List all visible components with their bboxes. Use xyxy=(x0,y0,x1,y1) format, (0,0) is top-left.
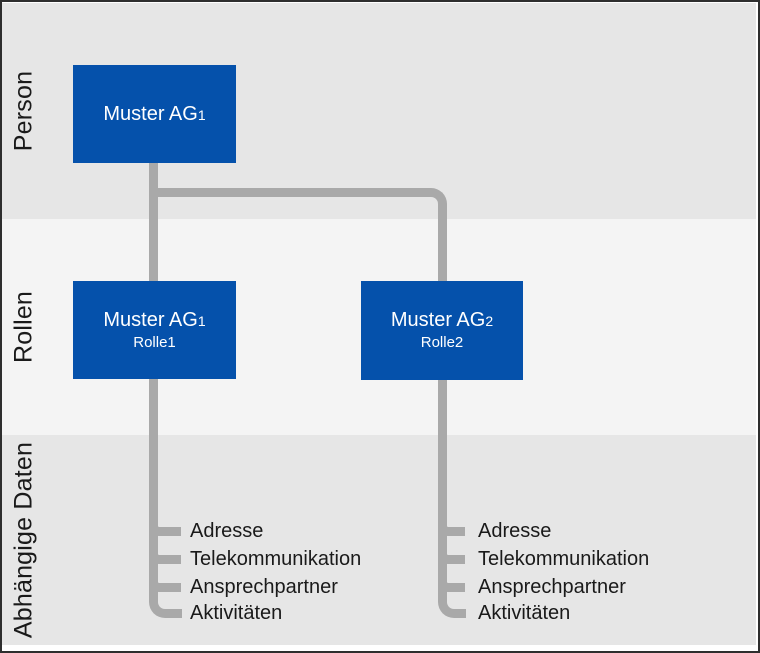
node-title-subscript: 1 xyxy=(197,312,206,329)
dependent-item-left-telekommunikation: Telekommunikation xyxy=(190,548,362,570)
dependent-item-right-ansprechpartner: Ansprechpartner xyxy=(478,576,626,598)
connector-stub-right-ansprechpartner xyxy=(438,566,465,592)
connector-stub-left-telekommunikation xyxy=(149,538,181,564)
dependent-item-left-aktivitaeten: Aktivitäten xyxy=(190,602,283,624)
connector-trunk-right xyxy=(438,280,466,618)
node-title: Muster AG2 xyxy=(391,308,493,333)
node-title-subscript: 2 xyxy=(485,313,494,329)
node-role2-muster-ag2: Muster AG2 Rolle2 xyxy=(361,281,523,380)
node-title-text: Muster AG xyxy=(103,102,198,125)
node-title-text: Muster AG xyxy=(390,309,486,331)
node-role1-muster-ag1: Muster AG1 Rolle1 xyxy=(73,281,236,379)
dependent-item-right-adresse: Adresse xyxy=(478,520,552,542)
band-label-rollen: Rollen xyxy=(9,290,38,364)
connector-trunk-left xyxy=(149,163,182,618)
node-role-label: Rolle2 xyxy=(420,334,464,351)
connector-stub-left-ansprechpartner xyxy=(149,566,181,592)
node-role-label: Rolle1 xyxy=(133,333,176,351)
connector-branch-to-role2 xyxy=(150,188,447,300)
dependent-item-right-telekommunikation: Telekommunikation xyxy=(478,548,650,570)
connector-stub-right-telekommunikation xyxy=(438,538,465,564)
band-label-dependent-data: Abhängige Daten xyxy=(9,441,38,639)
band-dependent-data xyxy=(2,435,756,645)
node-title-subscript: 1 xyxy=(197,106,206,123)
dependent-item-left-adresse: Adresse xyxy=(190,520,264,542)
node-person-muster-ag1: Muster AG1 xyxy=(73,65,236,163)
band-label-person: Person xyxy=(9,70,38,152)
connector-stub-left-adresse xyxy=(149,510,181,536)
dependent-item-right-aktivitaeten: Aktivitäten xyxy=(478,602,571,624)
node-title: Muster AG1 xyxy=(103,308,205,333)
node-title: Muster AG1 xyxy=(103,102,205,127)
dependent-item-left-ansprechpartner: Ansprechpartner xyxy=(190,576,338,598)
node-title-text: Muster AG xyxy=(103,308,198,331)
connector-stub-right-adresse xyxy=(438,510,465,536)
